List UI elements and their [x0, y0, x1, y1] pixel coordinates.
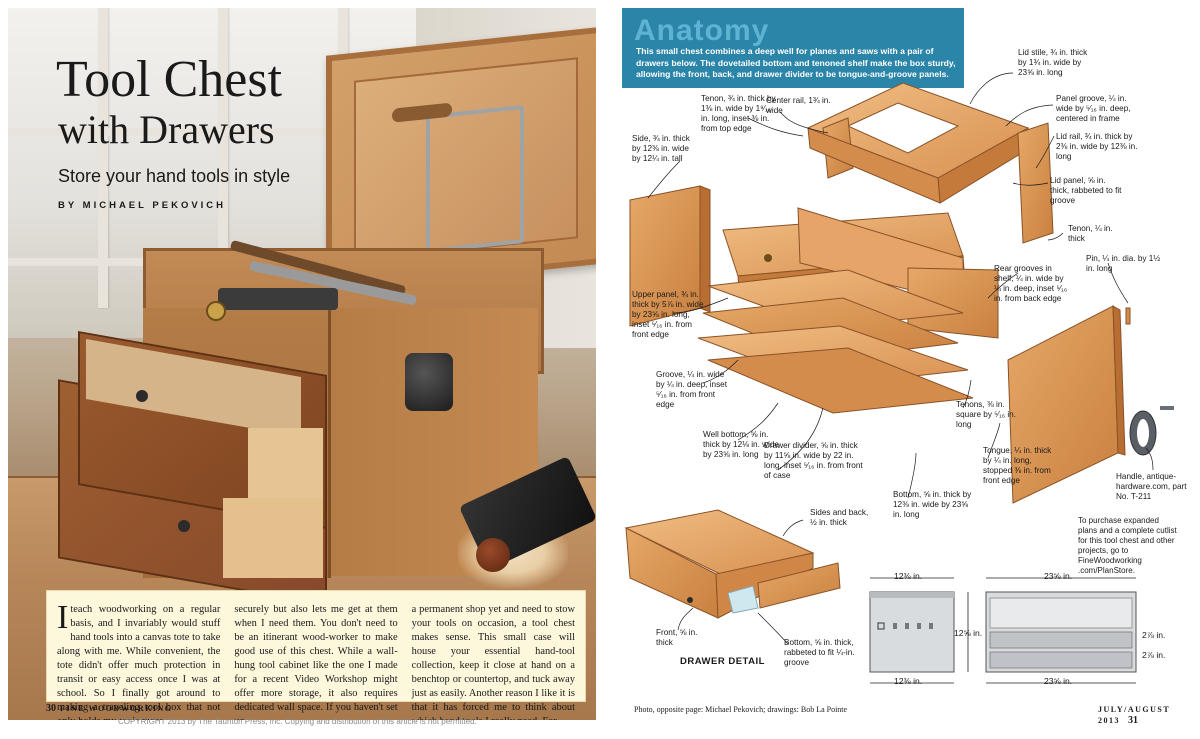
upper-panel: [722, 212, 965, 291]
callout-lid-panel: Lid panel, ⅝ in. thick, rabbeted to fit …: [1050, 176, 1122, 205]
back-panel: [797, 207, 999, 339]
callout-center-rail: Center rail, 1¾ in. wide: [766, 96, 831, 115]
callout-handle: Handle, antique-hardware.com, part No. T…: [1116, 472, 1187, 501]
saw-icon: [426, 104, 524, 254]
callout-lid-stile: Lid stile, ¾ in. thick by 1¾ in. wide by…: [1018, 48, 1088, 77]
callout-upper-panel: Upper panel, ¾ in. thick by 5⅞ in. wide …: [632, 290, 704, 339]
copyright-notice: COPYRIGHT 2013 by The Taunton Press, Inc…: [118, 717, 477, 726]
window-mullion: [98, 8, 108, 308]
drawer-detail-label: DRAWER DETAIL: [680, 656, 765, 667]
callout-drawer-bottom: Bottom, ⅝ in. thick, rabbeted to fit ¼-i…: [784, 638, 855, 667]
dim-side-width-bottom: 12⅜ in.: [894, 676, 923, 686]
dim-side-height: 12⅝ in.: [954, 628, 983, 638]
dim-side-width-top: 12⅜ in.: [894, 571, 923, 581]
drawer-detail-drawing: [624, 509, 841, 619]
callout-drawer-front: Front, ⅝ in. thick: [656, 628, 698, 647]
callout-panel-groove: Panel groove, ¼ in. wide by ⁵⁄₁₆ in. dee…: [1056, 94, 1131, 123]
callout-sides-back: Sides and back, ½ in. thick: [810, 508, 869, 527]
issue-date: JULY/AUGUST 2013: [1098, 705, 1171, 725]
right-page: Anatomy This small chest combines a deep…: [608, 8, 1192, 726]
callout-groove: Groove, ¼ in. wide by ¼ in. deep, inset …: [656, 370, 728, 409]
window-mullion: [8, 128, 428, 136]
drawer-side: [223, 498, 323, 578]
handle-icon: [1129, 406, 1174, 456]
plane-icon: [218, 288, 338, 310]
callout-tenon-small: Tenon, ¼ in. thick: [1068, 224, 1113, 243]
byline: BY MICHAEL PEKOVICH: [58, 200, 227, 211]
keyhole-icon: [206, 301, 226, 321]
dim-front-width-bottom: 23⅝ in.: [1044, 676, 1073, 686]
callout-tenon-top: Tenon, ¾ in. thick by 1⅜ in. wide by 1⁹⁄…: [701, 94, 776, 133]
drawer-pull-icon: [178, 520, 190, 532]
callout-tenons-square: Tenons, ⅜ in. square by ⁵⁄₁₆ in. long: [956, 400, 1016, 429]
body-column-2: securely but also lets me get at them wh…: [234, 604, 398, 720]
dim-front-width-top: 23⅝ in.: [1044, 571, 1073, 581]
anatomy-header-box: Anatomy This small chest combines a deep…: [622, 8, 964, 88]
drawer-pull-icon: [687, 597, 693, 603]
title-line-1: Tool Chest: [56, 51, 283, 108]
callout-side: Side, ¾ in. thick by 12⅜ in. wide by 12¼…: [632, 134, 690, 163]
callout-lid-rail: Lid rail, ¾ in. thick by 2⅜ in. wide by …: [1056, 132, 1138, 161]
callout-tongue: Tongue, ¼ in. thick by ¼ in. long, stopp…: [983, 446, 1052, 485]
shelves: [697, 269, 974, 414]
chest-handle-icon: [405, 353, 453, 411]
dim-drawer-height-1: 2⅞ in.: [1142, 630, 1166, 640]
photo-credit: Photo, opposite page: Michael Pekovich; …: [634, 705, 848, 714]
purchase-note: To purchase expanded plans and a complet…: [1078, 516, 1177, 575]
callout-well-bottom: Well bottom, ⅝ in. thick by 12⅛ in. wide…: [703, 430, 780, 459]
callout-bottom: Bottom, ⅝ in. thick by 12⅜ in. wide by 2…: [893, 490, 972, 519]
title-line-2: with Drawers: [58, 107, 275, 152]
callout-drawer-divider: Drawer divider, ⅝ in. thick by 11⅝ in. w…: [764, 441, 863, 480]
plane-knob: [476, 538, 510, 572]
drawer-side: [248, 428, 323, 498]
article-title: Tool Chest with Drawers: [56, 54, 282, 150]
pin-icon: [1125, 307, 1131, 325]
article-subtitle: Store your hand tools in style: [58, 166, 291, 186]
page-number: 31: [1128, 715, 1138, 726]
hand-tools: [218, 239, 438, 313]
lid-panel: [354, 57, 578, 262]
callout-rear-grooves: Rear grooves in shelf, ¼ in. wide by ¼ i…: [994, 264, 1068, 303]
front-elevation-drawing: [985, 577, 1137, 684]
left-folio: 30 FINE WOODWORKING: [46, 703, 173, 714]
magazine-name: FINE WOODWORKING: [60, 704, 173, 713]
window-mullion: [218, 8, 228, 308]
page-number: 30: [46, 703, 56, 714]
body-column-3: a permanent shop yet and need to stow yo…: [411, 604, 575, 720]
keyhole-icon: [764, 254, 772, 262]
callout-pin: Pin, ¼ in. dia. by 1½ in. long: [1086, 254, 1161, 273]
drop-cap: I: [57, 599, 69, 636]
lid-assembly: [806, 82, 1031, 204]
gutter: [596, 0, 608, 739]
lid-rail: [1017, 122, 1054, 244]
dim-drawer-height-2: 2⅞ in.: [1142, 650, 1166, 660]
body-text: teach woodworking on a regular basis, an…: [57, 604, 221, 720]
left-page: Tool Chest with Drawers Store your hand …: [8, 8, 596, 720]
anatomy-intro: This small chest combines a deep well fo…: [636, 46, 956, 79]
drawer-pull-icon: [136, 390, 148, 402]
anatomy-title: Anatomy: [634, 14, 770, 47]
